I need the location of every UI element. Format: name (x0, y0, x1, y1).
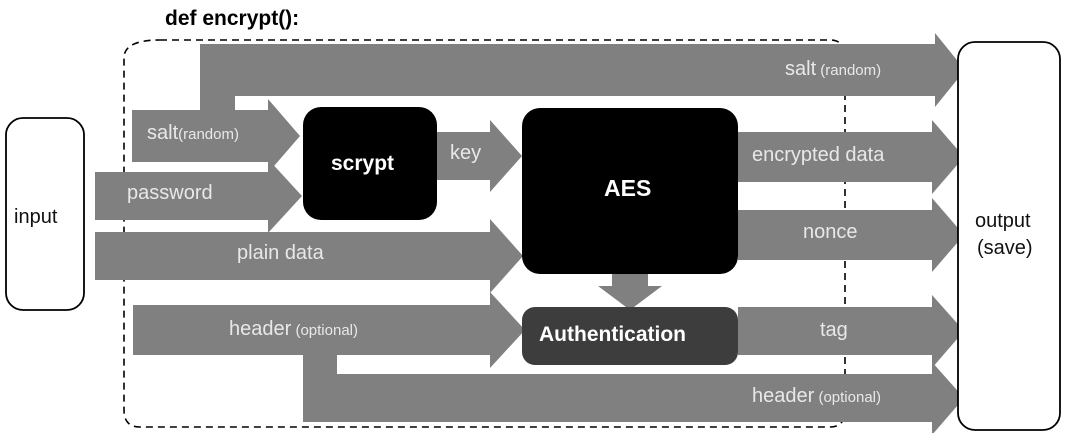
arrow-password-to-scrypt (95, 159, 302, 233)
node-input-box[interactable] (5, 117, 85, 311)
node-output-box[interactable] (957, 41, 1061, 431)
node-aes-label: AES (604, 175, 652, 201)
arrow-plain-data-to-aes (95, 219, 523, 293)
edge-label-salt-to-output: salt (random) (785, 58, 882, 80)
node-output-label-line2: (save) (977, 237, 1033, 259)
node-scrypt-box[interactable] (303, 107, 437, 220)
arrow-tag-to-output (738, 295, 964, 368)
node-authentication-label: Authentication (539, 323, 686, 346)
edge-label-tag-to-output: tag (820, 319, 848, 341)
page-title: def encrypt(): (165, 7, 300, 30)
arrow-encrypted-data-to-output (738, 120, 964, 194)
arrow-salt-to-scrypt (132, 99, 300, 173)
node-authentication-box[interactable] (522, 307, 738, 365)
node-input-label: input (14, 206, 58, 228)
edge-label-password-to-scrypt: password (127, 182, 213, 204)
arrow-salt-to-output (200, 33, 965, 107)
arrow-header-to-authentication (133, 292, 525, 368)
node-output-label-line1: output (975, 210, 1031, 232)
edge-label-header-to-output: header (optional) (752, 385, 881, 407)
edge-label-plain-data-to-aes: plain data (237, 242, 324, 264)
edge-label-header-to-authentication: header (optional) (229, 318, 358, 340)
arrow-key-to-aes (437, 120, 522, 192)
edge-label-nonce-to-output: nonce (803, 221, 858, 243)
node-aes-box[interactable] (522, 108, 738, 274)
edge-label-salt-to-scrypt: salt(random) (147, 122, 239, 144)
edge-label-encrypted-data-to-output: encrypted data (752, 144, 885, 166)
edge-label-key-to-aes: key (450, 142, 482, 164)
arrow-header-to-output (303, 362, 964, 433)
node-scrypt-label: scrypt (331, 152, 395, 175)
arrow-nonce-to-output (738, 198, 964, 272)
arrow-aes-to-authentication (598, 270, 662, 310)
